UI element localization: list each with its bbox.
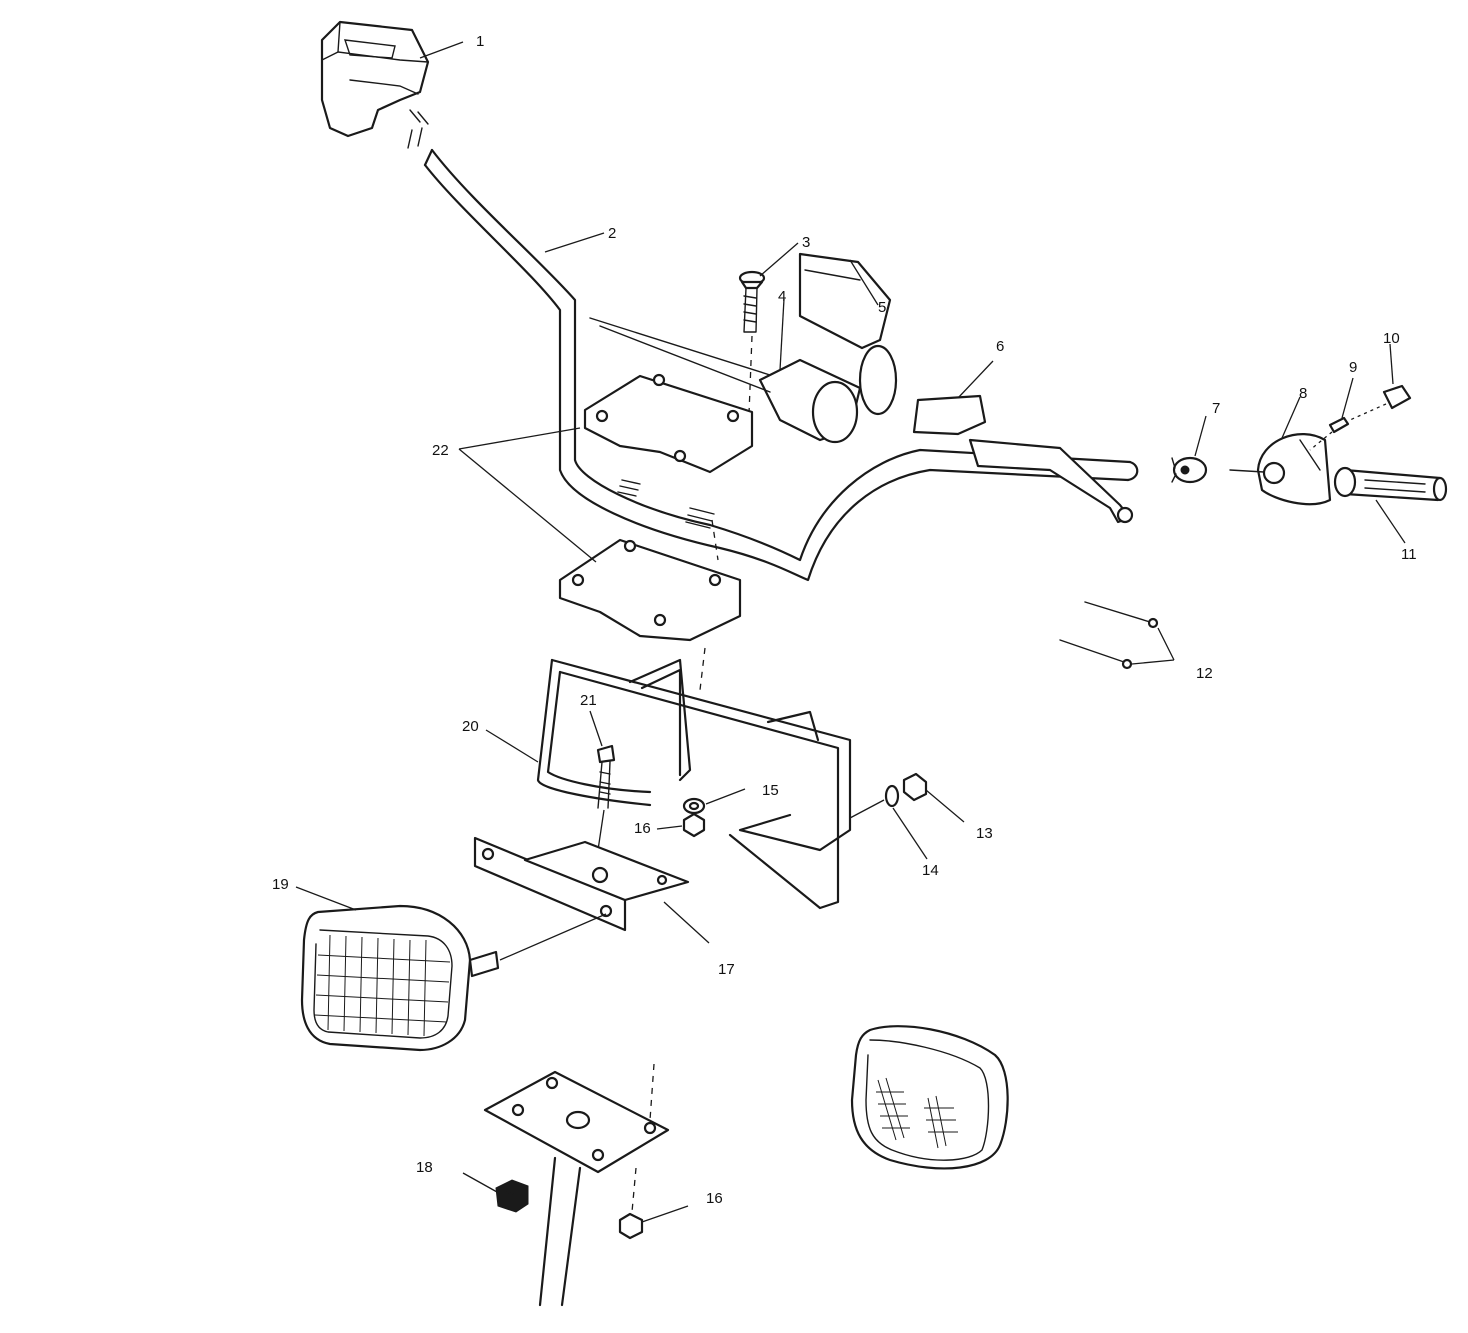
part-11-grip bbox=[1333, 466, 1448, 502]
callout-13: 13 bbox=[976, 825, 993, 842]
callout-22: 22 bbox=[432, 442, 449, 459]
callout-5: 5 bbox=[878, 299, 886, 316]
headlight-right bbox=[850, 1025, 1009, 1170]
callout-labels: 1 2 3 4 5 6 7 8 9 10 11 12 13 14 15 16 1… bbox=[272, 33, 1417, 1207]
callout-1: 1 bbox=[476, 33, 484, 50]
callout-7: 7 bbox=[1212, 400, 1220, 417]
part-16-nut-upper bbox=[682, 812, 706, 838]
callout-21: 21 bbox=[580, 692, 597, 709]
callout-18: 18 bbox=[416, 1159, 433, 1176]
part-21-bolt bbox=[596, 744, 616, 851]
callout-3: 3 bbox=[802, 234, 810, 251]
callout-17: 17 bbox=[718, 961, 735, 978]
part-16-nut-lower bbox=[618, 1212, 644, 1240]
part-2-handlebar bbox=[423, 148, 1139, 582]
part-5-pad-cover bbox=[798, 252, 898, 416]
part-6-brake-lever bbox=[912, 394, 1134, 524]
callout-10: 10 bbox=[1383, 330, 1400, 347]
lower-mount-plate bbox=[483, 1063, 670, 1307]
callout-14: 14 bbox=[922, 862, 939, 879]
part-10-cap bbox=[1349, 384, 1412, 421]
callout-20: 20 bbox=[462, 718, 479, 735]
part-20-light-bracket bbox=[536, 658, 852, 910]
callout-6: 6 bbox=[996, 338, 1004, 355]
callout-9: 9 bbox=[1349, 359, 1357, 376]
callout-2: 2 bbox=[608, 225, 616, 242]
callout-8: 8 bbox=[1299, 385, 1307, 402]
part-8-throttle-housing bbox=[1229, 433, 1332, 506]
part-1-master-cylinder bbox=[320, 20, 430, 149]
part-17-mount-plate bbox=[473, 836, 690, 932]
part-14-washer bbox=[849, 784, 900, 819]
callout-4: 4 bbox=[778, 288, 786, 305]
part-9-screw bbox=[1309, 416, 1350, 451]
part-12-pins bbox=[1059, 601, 1159, 670]
part-22-upper-clamp bbox=[583, 373, 754, 474]
part-15-washer bbox=[682, 797, 706, 815]
part-19-headlight bbox=[300, 904, 607, 1052]
callout-15: 15 bbox=[762, 782, 779, 799]
part-13-nut bbox=[902, 772, 928, 802]
part-4-handlebar-pad bbox=[589, 317, 862, 444]
part-3-bolt bbox=[738, 270, 766, 441]
callout-16-upper: 16 bbox=[634, 820, 651, 837]
part-18-clip bbox=[495, 1179, 529, 1213]
callout-16-lower: 16 bbox=[706, 1190, 723, 1207]
part-7-throttle-body bbox=[1171, 456, 1208, 484]
callout-11: 11 bbox=[1401, 546, 1417, 563]
callout-12: 12 bbox=[1196, 665, 1213, 682]
part-22-lower-clamp bbox=[558, 519, 742, 691]
callout-leaders bbox=[295, 41, 1406, 1223]
callout-19: 19 bbox=[272, 876, 289, 893]
